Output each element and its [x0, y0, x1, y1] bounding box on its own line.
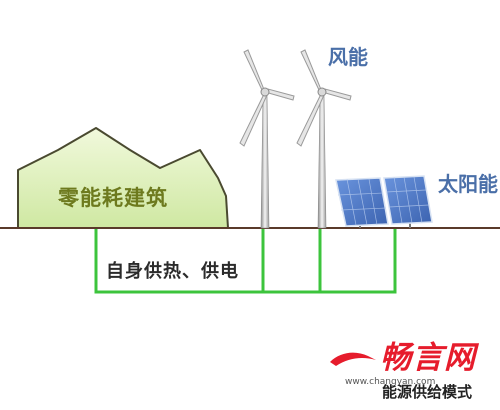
watermark-logo: 畅言网: [380, 340, 476, 376]
solar-panel-array: [335, 175, 433, 228]
zero-energy-building-shape: [17, 127, 229, 229]
wind-turbine-1: [239, 49, 295, 229]
wind-energy-label: 风能: [328, 45, 368, 69]
supply-pipe-network: [94, 229, 397, 294]
wind-turbine-2: [296, 49, 352, 229]
building-label: 零能耗建筑: [58, 186, 168, 210]
logo-swoosh-icon: [330, 352, 376, 366]
diagram-caption: 能源供给模式: [382, 383, 473, 401]
watermark-url: www.changyan.com: [345, 377, 436, 387]
self-supply-label: 自身供热、供电: [106, 261, 239, 282]
solar-energy-label: 太阳能: [438, 172, 498, 196]
